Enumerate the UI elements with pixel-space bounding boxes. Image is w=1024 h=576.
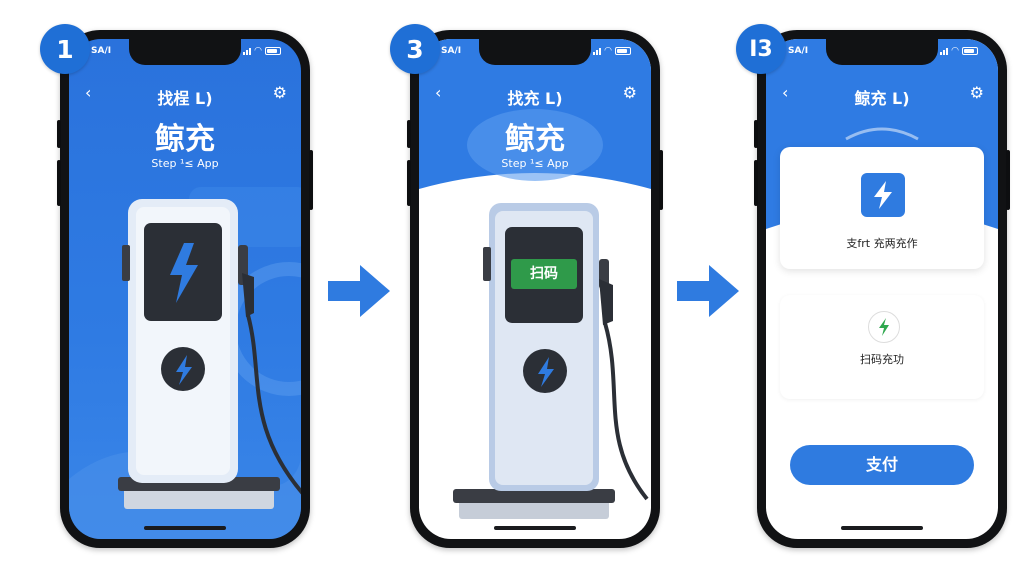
lightning-bolt-icon bbox=[861, 173, 905, 217]
wifi-icon: ◠ bbox=[254, 46, 262, 56]
battery-icon bbox=[962, 47, 978, 55]
chevron-left-icon[interactable]: ‹ bbox=[435, 83, 442, 102]
notch bbox=[826, 39, 938, 65]
result-label: 扫码充功 bbox=[860, 353, 904, 366]
notch bbox=[129, 39, 241, 65]
nav-bar: ‹ 鲸充 L) ⚙ bbox=[766, 79, 998, 109]
status-icons: ◠ bbox=[243, 46, 281, 56]
nav-title: 找桯 L) bbox=[157, 89, 213, 108]
charging-station bbox=[118, 199, 301, 509]
brand-block: 鲸充 Step ¹≤ App bbox=[69, 123, 301, 171]
charge-card[interactable]: 支frt 充两充作 bbox=[780, 147, 984, 269]
nav-bar: ‹ 找充 L) ⚙ bbox=[419, 79, 651, 109]
charging-station bbox=[453, 203, 649, 519]
arrow-right-icon bbox=[677, 265, 739, 317]
battery-icon bbox=[265, 47, 281, 55]
header-background bbox=[419, 39, 651, 189]
lightning-bolt-icon bbox=[868, 311, 900, 343]
step-badge-2: 3 bbox=[390, 24, 440, 74]
screen-step-1: SA/I ◠ ‹ 找桯 L) ⚙ 鲸充 Step ¹≤ App bbox=[69, 39, 301, 539]
phone-step-1: SA/I ◠ ‹ 找桯 L) ⚙ 鲸充 Step ¹≤ App bbox=[57, 30, 313, 548]
home-indicator bbox=[841, 526, 923, 530]
status-carrier: SA/I bbox=[788, 46, 809, 56]
signal-icon bbox=[940, 47, 949, 55]
notch bbox=[479, 39, 591, 65]
card-label: 支frt 充两充作 bbox=[846, 237, 918, 250]
nav-title: 鲸充 L) bbox=[854, 89, 910, 108]
battery-icon bbox=[615, 47, 631, 55]
pay-button[interactable]: 支付 bbox=[790, 445, 974, 485]
status-carrier: SA/I bbox=[441, 46, 462, 56]
result-section: 扫码充功 bbox=[780, 295, 984, 399]
signal-icon bbox=[243, 47, 252, 55]
status-icons: ◠ bbox=[940, 46, 978, 56]
step-badge-1: 1 bbox=[40, 24, 90, 74]
gear-icon[interactable]: ⚙ bbox=[622, 83, 637, 102]
phone-step-2: SA/I ◠ ‹ 找充 L) ⚙ 鲸充 Step ¹≤ App bbox=[407, 30, 663, 548]
home-indicator bbox=[494, 526, 576, 530]
chevron-left-icon[interactable]: ‹ bbox=[782, 83, 789, 102]
wifi-icon: ◠ bbox=[951, 46, 959, 56]
wifi-icon: ◠ bbox=[604, 46, 612, 56]
phone-step-3: SA/I ◠ ‹ 鲸充 L) ⚙ 支frt 充两充作 扫码充功 支付 bbox=[754, 30, 1010, 548]
screen-step-3: SA/I ◠ ‹ 鲸充 L) ⚙ 支frt 充两充作 扫码充功 支付 bbox=[766, 39, 998, 539]
arrow-right-icon bbox=[328, 265, 390, 317]
gear-icon[interactable]: ⚙ bbox=[969, 83, 984, 102]
brand-block: 鲸充 Step ¹≤ App bbox=[419, 123, 651, 171]
status-icons: ◠ bbox=[593, 46, 631, 56]
screen-step-2: SA/I ◠ ‹ 找充 L) ⚙ 鲸充 Step ¹≤ App bbox=[419, 39, 651, 539]
brand-subtitle: Step ¹≤ App bbox=[151, 157, 219, 170]
chevron-left-icon[interactable]: ‹ bbox=[85, 83, 92, 102]
gear-icon[interactable]: ⚙ bbox=[272, 83, 287, 102]
status-carrier: SA/I bbox=[91, 46, 112, 56]
brand-subtitle: Step ¹≤ App bbox=[501, 157, 569, 170]
nav-title: 找充 L) bbox=[507, 89, 563, 108]
brand-name: 鲸充 bbox=[505, 122, 565, 157]
home-indicator bbox=[144, 526, 226, 530]
step-badge-3: I3 bbox=[736, 24, 786, 74]
signal-icon bbox=[593, 47, 602, 55]
scan-label[interactable]: 扫码 bbox=[530, 266, 558, 282]
brand-name: 鲸充 bbox=[155, 122, 215, 157]
nav-bar: ‹ 找桯 L) ⚙ bbox=[69, 79, 301, 109]
